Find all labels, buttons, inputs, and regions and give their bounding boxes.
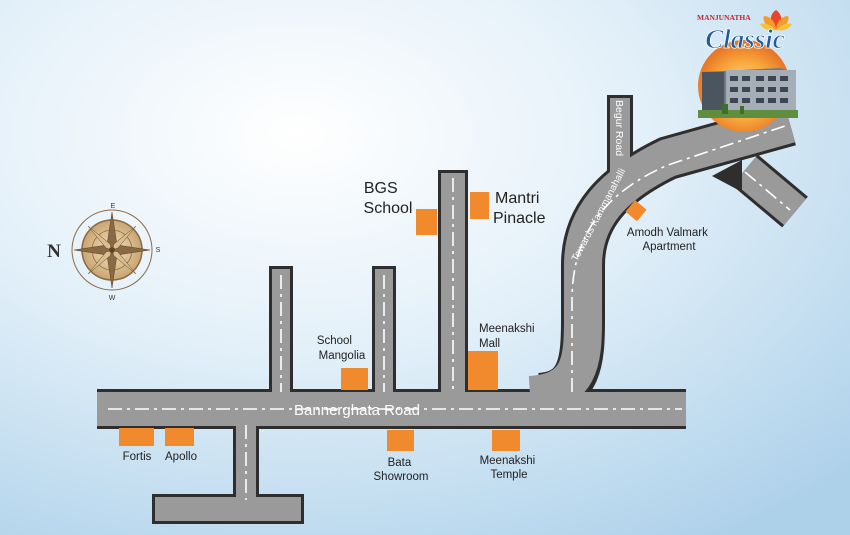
- label-amodh-valmark: Amodh Valmark Apartment: [627, 227, 711, 253]
- landmark-markers: [119, 192, 647, 451]
- label-apollo: Apollo: [165, 451, 197, 463]
- compass-east-label: E: [111, 203, 116, 210]
- compass-north-label: N: [47, 241, 61, 262]
- compass-rose: N E S W: [47, 203, 161, 302]
- compass-south-label: S: [156, 247, 161, 254]
- label-bgs-school: BGS School: [364, 180, 413, 217]
- marker-fortis: [119, 428, 154, 446]
- brand-name: Classic: [705, 24, 785, 54]
- label-mantri-pinacle: Mantri Pinacle: [493, 190, 546, 227]
- road-island: [712, 160, 742, 192]
- brand-small-text: MANJUNATHA: [697, 13, 751, 22]
- label-meenakshi-temple: Meenakshi Temple: [480, 455, 539, 481]
- begur-road-label: Begur Road: [613, 100, 625, 156]
- marker-bgs-school: [416, 209, 437, 235]
- road-network: [97, 95, 808, 524]
- marker-amodh-valmark: [625, 200, 647, 222]
- label-school-mangolia: School Mangolia: [317, 335, 366, 362]
- marker-meenakshi-mall: [468, 351, 498, 390]
- main-road-label: Bannerghata Road: [294, 402, 420, 419]
- compass-west-label: W: [109, 295, 116, 302]
- building-icon: [698, 68, 798, 118]
- marker-meenakshi-temple: [492, 430, 520, 451]
- marker-school-mangolia: [341, 368, 368, 390]
- lotus-icon: [760, 10, 792, 31]
- label-fortis: Fortis: [123, 451, 152, 463]
- marker-bata-showroom: [387, 430, 414, 451]
- label-bata-showroom: Bata Showroom: [374, 457, 429, 483]
- marker-apollo: [165, 428, 194, 446]
- marker-mantri-pinacle: [470, 192, 489, 219]
- label-meenakshi-mall: Meenakshi Mall: [479, 323, 538, 350]
- brand-logo: MANJUNATHA Classic: [697, 10, 798, 132]
